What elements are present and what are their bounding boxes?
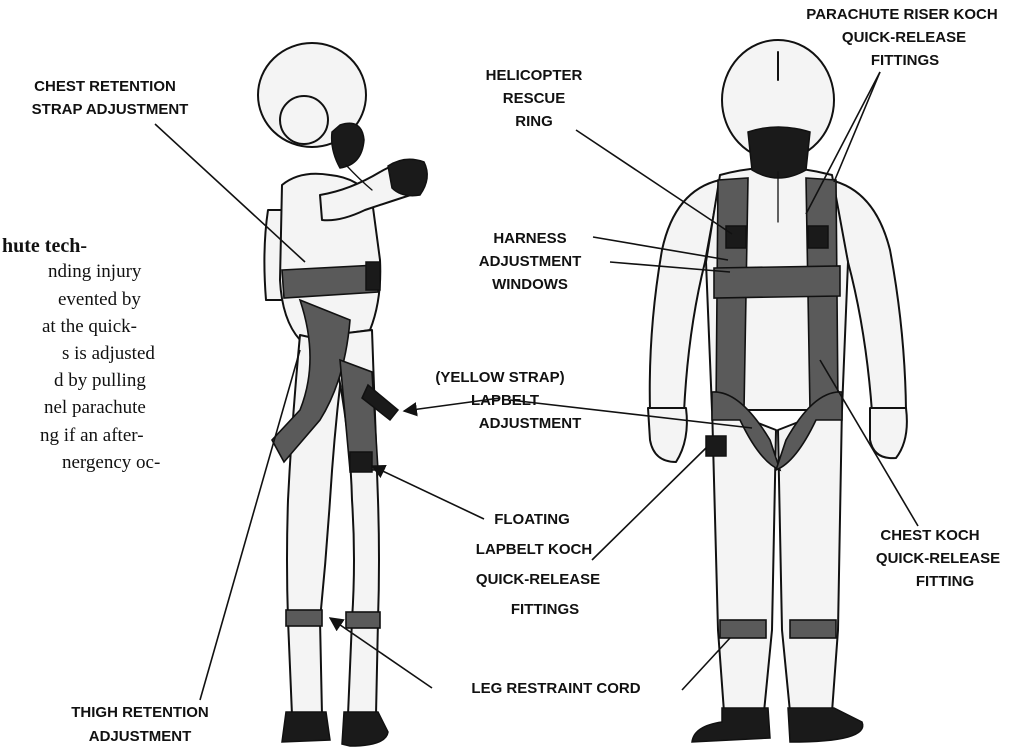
leader-arrow: [372, 466, 484, 519]
leg-restraint-band: [720, 620, 766, 638]
svg-text:LEG RESTRAINT CORD: LEG RESTRAINT CORD: [471, 680, 640, 697]
svg-text:RESCUE: RESCUE: [503, 90, 566, 107]
svg-text:(YELLOW STRAP): (YELLOW STRAP): [435, 369, 564, 386]
label-helicopter-ring: HELICOPTER RESCUE RING: [486, 67, 583, 130]
svg-text:FITTINGS: FITTINGS: [511, 601, 579, 618]
body-text-line: ng if an after-: [40, 425, 144, 446]
body-text-line: at the quick-: [42, 316, 137, 337]
svg-text:FITTING: FITTING: [916, 573, 974, 590]
svg-text:HARNESS: HARNESS: [493, 230, 566, 247]
svg-text:QUICK-RELEASE: QUICK-RELEASE: [876, 550, 1000, 567]
leader-line: [834, 72, 880, 182]
figure-side-view: [258, 43, 427, 746]
chest-fitting: [366, 262, 380, 290]
chest-strap: [282, 265, 378, 298]
floating-lapbelt-fitting: [706, 436, 726, 456]
label-thigh-retention: THIGH RETENTION ADJUSTMENT: [71, 704, 209, 745]
body-text-line: hute tech-: [2, 235, 87, 257]
svg-text:LAPBELT KOCH: LAPBELT KOCH: [476, 541, 592, 558]
body-text-line: d by pulling: [54, 370, 146, 391]
body-text-block: hute tech- nding injury evented by at th…: [2, 235, 160, 473]
label-harness-windows: HARNESS ADJUSTMENT WINDOWS: [479, 230, 582, 293]
svg-text:ADJUSTMENT: ADJUSTMENT: [479, 253, 582, 270]
leader-line: [592, 448, 706, 560]
figure-front-view: [648, 40, 907, 742]
label-leg-restraint: LEG RESTRAINT CORD: [471, 680, 640, 697]
lapbelt-fitting: [350, 452, 372, 472]
boot: [692, 708, 770, 742]
body-text-line: s is adjusted: [62, 343, 155, 364]
oxygen-mask: [332, 123, 364, 168]
boot: [342, 712, 388, 746]
body-text-line: nergency oc-: [62, 452, 160, 473]
svg-text:CHEST RETENTION: CHEST RETENTION: [34, 78, 176, 95]
label-chest-koch: CHEST KOCH QUICK-RELEASE FITTING: [876, 527, 1000, 590]
body-text-line: evented by: [58, 289, 141, 310]
label-floating-lapbelt: FLOATING LAPBELT KOCH QUICK-RELEASE FITT…: [476, 511, 600, 618]
svg-text:QUICK-RELEASE: QUICK-RELEASE: [476, 571, 600, 588]
svg-text:STRAP ADJUSTMENT: STRAP ADJUSTMENT: [32, 101, 189, 118]
boot: [282, 712, 330, 742]
leg-restraint-band: [346, 612, 380, 628]
oxygen-mask: [748, 127, 810, 178]
body-text-line: nding injury: [48, 261, 142, 282]
harness-window: [726, 226, 746, 248]
svg-text:RING: RING: [515, 113, 553, 130]
glove: [388, 159, 427, 195]
svg-text:PARACHUTE RISER KOCH: PARACHUTE RISER KOCH: [806, 6, 997, 23]
body-text-line: nel parachute: [44, 397, 146, 418]
leg-restraint-band: [286, 610, 322, 626]
svg-text:ADJUSTMENT: ADJUSTMENT: [479, 415, 582, 432]
svg-text:FITTINGS: FITTINGS: [871, 52, 939, 69]
label-lapbelt: (YELLOW STRAP) LAPBELT ADJUSTMENT: [435, 369, 581, 432]
svg-text:CHEST KOCH: CHEST KOCH: [880, 527, 979, 544]
svg-text:WINDOWS: WINDOWS: [492, 276, 568, 293]
leg-restraint-band: [790, 620, 836, 638]
leader-arrow: [330, 618, 432, 688]
leader-line: [200, 350, 300, 700]
label-chest-retention: CHEST RETENTION STRAP ADJUSTMENT: [32, 78, 189, 118]
leader-line: [576, 130, 732, 234]
svg-text:ADJUSTMENT: ADJUSTMENT: [89, 728, 192, 745]
harness-window: [808, 226, 828, 248]
svg-text:HELICOPTER: HELICOPTER: [486, 67, 583, 84]
boot: [788, 708, 863, 742]
svg-text:FLOATING: FLOATING: [494, 511, 570, 528]
svg-text:QUICK-RELEASE: QUICK-RELEASE: [842, 29, 966, 46]
label-parachute-riser: PARACHUTE RISER KOCH QUICK-RELEASE FITTI…: [806, 6, 997, 69]
svg-text:THIGH RETENTION: THIGH RETENTION: [71, 704, 209, 721]
chest-strap: [714, 266, 840, 298]
right-glove: [870, 408, 907, 458]
